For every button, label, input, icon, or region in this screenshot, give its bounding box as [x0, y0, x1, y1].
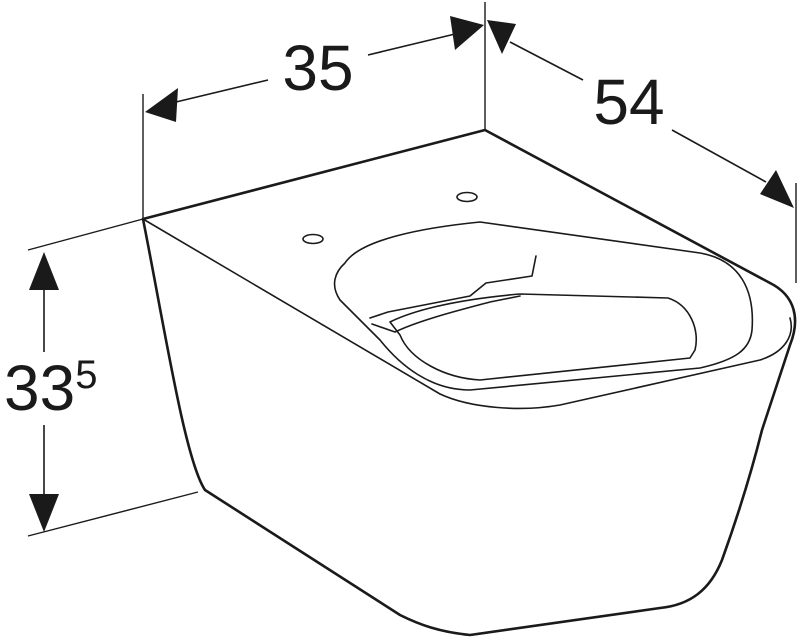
ext-line-bottom-horizontal [27, 491, 199, 537]
depth-dim-line-lower [671, 129, 767, 183]
extension-lines [27, 2, 797, 537]
seat-hole-left [302, 233, 324, 245]
depth-dim-line-upper [509, 41, 584, 81]
rim-back-ridge [369, 255, 537, 319]
height-arrow-top [29, 252, 59, 290]
width-dimension: 35 [145, 16, 484, 122]
height-arrow-bottom [29, 494, 59, 532]
width-arrow-right [450, 16, 484, 50]
seat-hole-right [456, 191, 478, 203]
depth-arrow-top [487, 20, 516, 54]
height-dimension: 335 [4, 252, 97, 532]
height-label: 335 [4, 352, 97, 424]
depth-dimension: 54 [487, 20, 794, 208]
toilet-body [141, 128, 797, 637]
depth-label: 54 [593, 66, 664, 138]
width-dim-line-left [175, 79, 269, 103]
bowl-opening-outer [333, 221, 754, 391]
depth-arrow-bottom [760, 170, 794, 208]
width-label: 35 [282, 32, 353, 104]
height-label-sup: 5 [75, 353, 97, 397]
height-label-main: 33 [4, 352, 75, 424]
width-dim-line-right [367, 33, 456, 56]
width-arrow-left [145, 88, 178, 122]
rim-front-edge [142, 218, 792, 410]
bowl-outline [141, 128, 797, 637]
ext-line-top-horizontal [27, 218, 144, 251]
bowl-inner-well [389, 293, 697, 381]
rim-back-ridge-lower [371, 295, 521, 333]
